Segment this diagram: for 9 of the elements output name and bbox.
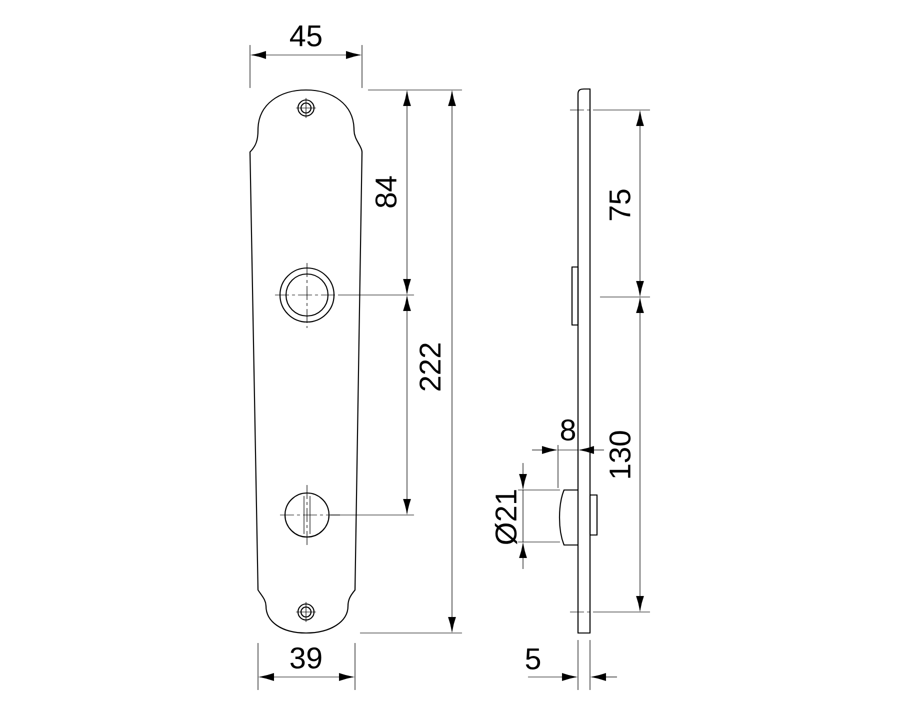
dimension-label: 222 (420, 343, 440, 391)
dimension-label: 130 (609, 431, 631, 478)
dimension-label: 8 (560, 419, 576, 441)
dimension-label: 84 (375, 176, 397, 208)
dimension-label: 5 (526, 648, 540, 670)
dimension-label: 39 (290, 647, 322, 669)
dimension-label: 75 (610, 190, 630, 220)
dimension-label: 45 (290, 26, 322, 46)
dimension-label: Ø21 (494, 490, 518, 544)
